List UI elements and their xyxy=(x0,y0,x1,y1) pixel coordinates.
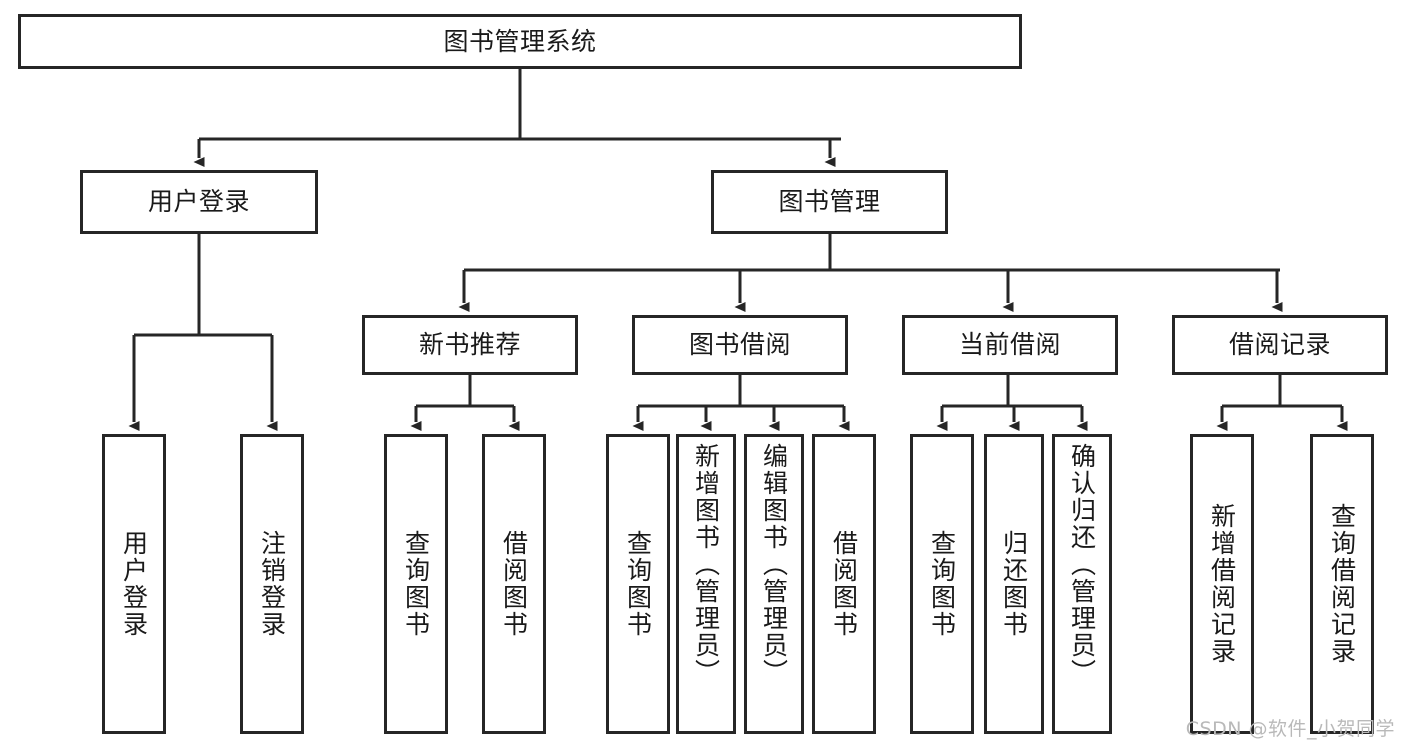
node-leaf-add-book-label: 新增图书（管理员） xyxy=(691,443,721,686)
node-leaf-query-book-1-label: 查询图书 xyxy=(401,530,431,638)
node-book-borrow-label: 图书借阅 xyxy=(688,330,791,360)
node-leaf-return-book[interactable]: 归还图书 xyxy=(984,434,1044,734)
node-leaf-query-book-3-label: 查询图书 xyxy=(927,530,957,638)
node-leaf-query-book-2-label: 查询图书 xyxy=(623,530,653,638)
node-leaf-add-book[interactable]: 新增图书（管理员） xyxy=(676,434,736,734)
node-book-manage[interactable]: 图书管理 xyxy=(711,170,948,234)
node-current-borrow[interactable]: 当前借阅 xyxy=(902,315,1118,375)
node-current-borrow-label: 当前借阅 xyxy=(958,330,1061,360)
node-borrow-record[interactable]: 借阅记录 xyxy=(1172,315,1388,375)
node-leaf-query-record-label: 查询借阅记录 xyxy=(1327,503,1357,665)
node-root-label: 图书管理系统 xyxy=(443,26,597,56)
node-leaf-logout[interactable]: 注销登录 xyxy=(240,434,304,734)
node-user-login[interactable]: 用户登录 xyxy=(80,170,318,234)
node-borrow-record-label: 借阅记录 xyxy=(1228,330,1331,360)
node-leaf-borrow-book-1-label: 借阅图书 xyxy=(499,530,529,638)
watermark-text: CSDN @软件_小贺同学 xyxy=(1185,718,1395,740)
node-root[interactable]: 图书管理系统 xyxy=(18,14,1022,69)
node-user-login-label: 用户登录 xyxy=(147,187,250,217)
node-leaf-query-record[interactable]: 查询借阅记录 xyxy=(1310,434,1374,734)
node-book-manage-label: 图书管理 xyxy=(778,187,881,217)
node-new-book-recommend[interactable]: 新书推荐 xyxy=(362,315,578,375)
node-new-book-recommend-label: 新书推荐 xyxy=(418,330,521,360)
node-leaf-user-login[interactable]: 用户登录 xyxy=(102,434,166,734)
node-leaf-add-record-label: 新增借阅记录 xyxy=(1207,503,1237,665)
node-leaf-borrow-book-1[interactable]: 借阅图书 xyxy=(482,434,546,734)
node-leaf-query-book-2[interactable]: 查询图书 xyxy=(606,434,670,734)
node-leaf-logout-label: 注销登录 xyxy=(257,530,287,638)
node-leaf-user-login-label: 用户登录 xyxy=(119,530,149,638)
node-leaf-borrow-book-2-label: 借阅图书 xyxy=(829,530,859,638)
node-leaf-query-book-3[interactable]: 查询图书 xyxy=(910,434,974,734)
node-leaf-edit-book[interactable]: 编辑图书（管理员） xyxy=(744,434,804,734)
node-leaf-add-record[interactable]: 新增借阅记录 xyxy=(1190,434,1254,734)
node-leaf-return-book-label: 归还图书 xyxy=(999,530,1029,638)
node-leaf-confirm-return-label: 确认归还（管理员） xyxy=(1067,443,1097,686)
node-leaf-query-book-1[interactable]: 查询图书 xyxy=(384,434,448,734)
node-leaf-borrow-book-2[interactable]: 借阅图书 xyxy=(812,434,876,734)
node-leaf-edit-book-label: 编辑图书（管理员） xyxy=(759,443,789,686)
node-leaf-confirm-return[interactable]: 确认归还（管理员） xyxy=(1052,434,1112,734)
node-book-borrow[interactable]: 图书借阅 xyxy=(632,315,848,375)
